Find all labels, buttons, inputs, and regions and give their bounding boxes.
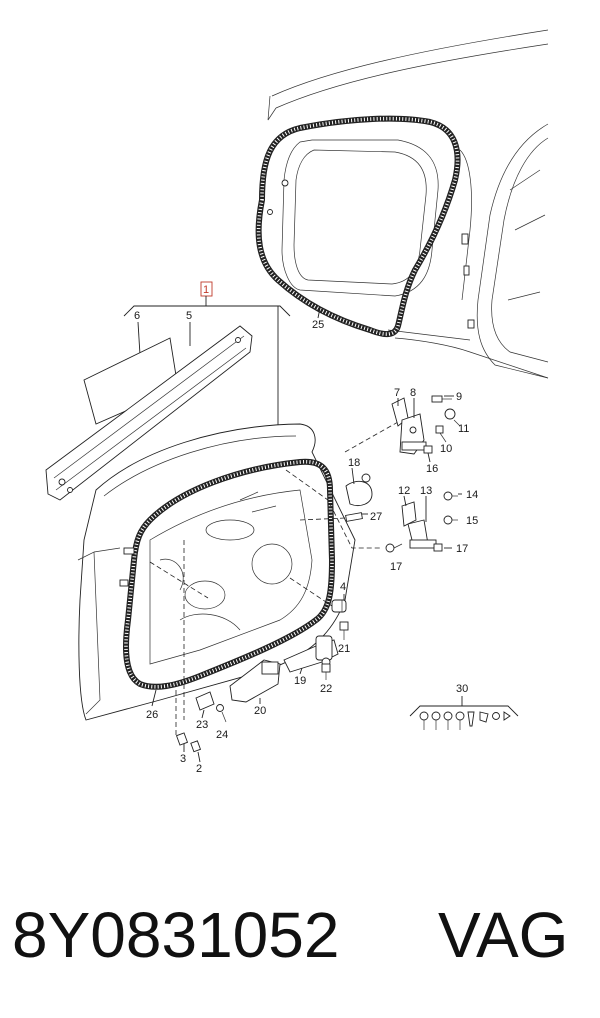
pin-27	[345, 512, 363, 522]
callout-21[interactable]: 21	[338, 643, 350, 655]
callout-22[interactable]: 22	[320, 683, 332, 695]
callout-14[interactable]: 14	[466, 489, 478, 501]
callout-5[interactable]: 5	[186, 310, 192, 322]
callout-7[interactable]: 7	[394, 387, 400, 399]
callout-17b[interactable]: 17	[456, 543, 468, 555]
screw-26	[216, 704, 227, 723]
fastener-set-30	[419, 711, 511, 730]
callout-10[interactable]: 10	[440, 443, 452, 455]
callout-19[interactable]: 19	[294, 675, 306, 687]
callout-1[interactable]: 1	[203, 284, 209, 296]
callout-16[interactable]: 17	[390, 561, 402, 573]
door-shell	[77, 423, 356, 721]
upper-hinge	[391, 397, 433, 455]
callout-20[interactable]: 20	[254, 705, 266, 717]
part-number: 8Y0831052	[12, 899, 340, 971]
callout-27[interactable]: 27	[370, 511, 382, 523]
check-strap-cover-20	[229, 659, 281, 703]
brand-label: VAG	[438, 899, 569, 971]
grommet-18	[345, 473, 373, 506]
lower-hinge	[401, 501, 443, 552]
callout-25[interactable]: 23	[196, 719, 208, 731]
door-reinforcement-beam-5	[45, 325, 253, 501]
bolt-15	[443, 515, 458, 525]
bolt-22	[321, 663, 331, 680]
bolt-16	[385, 543, 403, 553]
callout-6[interactable]: 6	[134, 310, 140, 322]
car-body-shell	[267, 29, 549, 379]
door-seal	[123, 458, 335, 690]
bolt-11	[444, 408, 461, 427]
callout-26[interactable]: 24	[216, 729, 228, 741]
callout-30[interactable]: 30	[456, 683, 468, 695]
callout-3[interactable]: 3	[180, 753, 186, 765]
callout-23: 25	[312, 319, 324, 331]
bolt-21	[339, 621, 349, 640]
callout-13[interactable]: 13	[420, 485, 432, 497]
callout-12[interactable]: 12	[398, 485, 410, 497]
callout-1-box	[200, 281, 213, 297]
callout-8[interactable]: 8	[410, 387, 416, 399]
callout-9[interactable]: 9	[456, 391, 462, 403]
door-inner-panel	[119, 489, 313, 665]
bracket-25	[195, 691, 215, 711]
bolt-9	[431, 395, 452, 403]
callout-4[interactable]: 4	[340, 581, 346, 593]
pin-3	[175, 732, 189, 746]
callout-15[interactable]: 15	[466, 515, 478, 527]
callout-2[interactable]: 2	[196, 763, 202, 775]
callout-17a[interactable]: 16	[426, 463, 438, 475]
clip-2	[190, 740, 202, 753]
callout-11[interactable]: 11	[458, 423, 469, 435]
callout-24[interactable]: 26	[146, 709, 158, 721]
body-door-seal	[255, 115, 461, 338]
callout-18[interactable]: 18	[348, 457, 360, 469]
bolt-10	[435, 425, 447, 443]
buffer-4	[331, 599, 347, 613]
bolt-14	[443, 491, 458, 501]
door-check-strap-19	[283, 635, 339, 673]
